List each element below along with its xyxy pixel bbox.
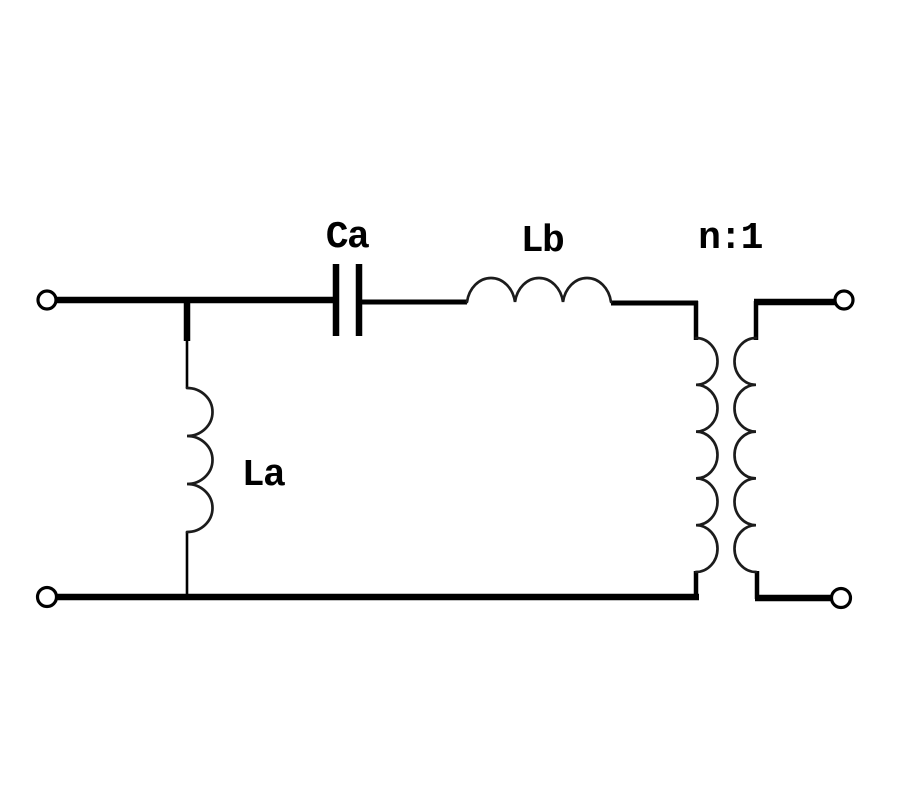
transformer-primary-coil: [694, 336, 719, 574]
inductor-la-coil: [185, 386, 214, 534]
port-out-bottom-icon: [829, 586, 853, 610]
label-inductor-la: La: [242, 454, 285, 497]
wires: [57, 296, 835, 602]
transformer-secondary-coil: [733, 336, 758, 574]
port-in-bottom-icon: [35, 585, 59, 609]
capacitor-ca-symbol: [332, 264, 363, 336]
inductor-lb-coil: [465, 276, 613, 304]
label-transformer-ratio: n:1: [698, 217, 763, 260]
labels: Ca Lb n:1 La: [242, 216, 764, 497]
coils: [185, 276, 758, 574]
port-out-top-icon: [833, 289, 855, 311]
label-capacitor-ca: Ca: [326, 216, 369, 259]
label-inductor-lb: Lb: [521, 220, 564, 263]
terminal-ports: [35, 289, 855, 610]
port-in-top-icon: [36, 289, 58, 311]
